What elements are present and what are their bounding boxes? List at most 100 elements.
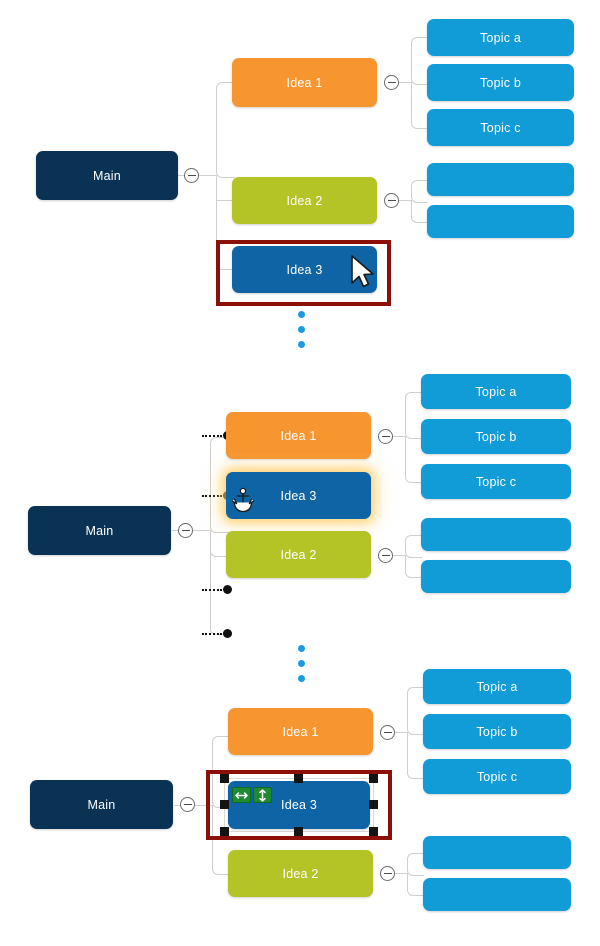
resize-handle-s[interactable] [294,827,303,836]
mouse-cursor-arrow-icon [351,255,374,288]
panel-step-3: Main Idea 1 Topic a Topic b Topic c Idea… [0,660,600,946]
node-main[interactable]: Main [28,506,171,555]
node-topic-c[interactable]: Topic c [427,109,574,146]
resize-handle-se[interactable] [369,827,378,836]
connector-elbow [411,180,428,203]
connector [193,530,211,531]
resize-handle-ne[interactable] [369,774,378,783]
connector-elbow-bottom [210,530,229,635]
drop-target-line [202,434,222,437]
step-separator-dots [298,645,305,682]
collapse-toggle-main[interactable] [184,168,199,183]
node-idea-3-selected[interactable]: Idea 3 [228,781,370,829]
separator-dot [298,660,305,667]
node-idea-3-dragging[interactable]: Idea 3 [226,472,371,519]
connector [393,555,405,556]
separator-dot [298,326,305,333]
collapse-toggle-idea-2[interactable] [380,866,395,881]
drop-target-marker[interactable] [202,585,232,594]
connector-elbow [407,853,424,876]
node-idea-2[interactable]: Idea 2 [228,850,373,897]
collapse-toggle-idea-1[interactable] [380,725,395,740]
separator-dot [298,311,305,318]
drop-target-marker[interactable] [202,629,232,638]
node-label: Topic c [475,474,517,489]
node-topic-a[interactable]: Topic a [423,669,571,704]
resize-handle-e[interactable] [369,800,378,809]
node-topic-a[interactable]: Topic a [421,374,571,409]
connector-elbow [411,200,428,223]
node-label: Idea 2 [286,193,323,208]
node-topic-c[interactable]: Topic c [421,464,571,499]
collapse-toggle-idea-1[interactable] [384,75,399,90]
collapse-toggle-idea-2[interactable] [378,548,393,563]
connector-elbow-top [216,82,235,178]
panel-step-2: Main Idea 1 Topic a Topic b Topic c Idea… [0,370,600,682]
separator-dot [298,645,305,652]
resize-handle-nw[interactable] [220,774,229,783]
node-idea-1[interactable]: Idea 1 [226,412,371,459]
connector [174,805,180,806]
vertical-arrows-icon [259,788,266,802]
connector [172,530,178,531]
connector-elbow [405,555,422,578]
node-label: Topic a [476,679,518,694]
node-label: Topic b [476,724,518,739]
drop-target-dot [223,585,232,594]
connector [399,82,411,83]
connector [199,175,217,176]
connector-elbow [411,37,428,85]
connector-elbow-bottom [212,805,231,875]
node-main[interactable]: Main [36,151,178,200]
node-topic-empty[interactable] [421,560,571,593]
drop-target-dot [223,629,232,638]
collapse-toggle-main[interactable] [178,523,193,538]
node-label: Main [85,523,114,538]
resize-handle-w[interactable] [220,800,229,809]
node-topic-empty[interactable] [427,163,574,196]
resize-handle-sw[interactable] [220,827,229,836]
node-label: Topic b [475,429,517,444]
node-label: Idea 1 [282,724,319,739]
node-topic-empty[interactable] [427,205,574,238]
node-idea-2[interactable]: Idea 2 [226,531,371,578]
node-topic-c[interactable]: Topic c [423,759,571,794]
collapse-toggle-idea-2[interactable] [384,193,399,208]
node-main[interactable]: Main [30,780,173,829]
highlight-rectangle [206,770,392,840]
node-topic-empty[interactable] [421,518,571,551]
connector-elbow [411,82,428,129]
collapse-toggle-main[interactable] [180,797,195,812]
separator-dot [298,341,305,348]
node-label: Main [87,797,116,812]
node-label: Idea 3 [286,262,323,277]
connector [395,873,407,874]
node-topic-empty[interactable] [423,836,571,869]
node-label: Main [93,168,121,183]
connector [178,175,184,176]
node-idea-1[interactable]: Idea 1 [228,708,373,755]
resize-handle-n[interactable] [294,774,303,783]
connector [395,732,407,733]
node-label: Idea 3 [280,488,317,503]
collapse-toggle-idea-1[interactable] [378,429,393,444]
connector [195,805,213,806]
node-label: Idea 1 [280,428,317,443]
node-topic-empty[interactable] [423,878,571,911]
node-topic-b[interactable]: Topic b [427,64,574,101]
node-label: Topic c [480,120,521,135]
resize-width-chip[interactable] [232,787,251,803]
node-label: Idea 2 [282,866,319,881]
node-topic-b[interactable]: Topic b [423,714,571,749]
drop-target-line [202,632,222,635]
node-topic-a[interactable]: Topic a [427,19,574,56]
node-idea-1[interactable]: Idea 1 [232,58,377,107]
node-idea-2[interactable]: Idea 2 [232,177,377,224]
connector [216,200,234,201]
connector-elbow [407,873,424,896]
node-topic-b[interactable]: Topic b [421,419,571,454]
resize-height-chip[interactable] [253,787,272,803]
connector-elbow-bottom [216,175,235,270]
panel-step-1: Main Idea 1 Topic a Topic b Topic c Idea… [0,0,600,348]
connector-elbow [405,535,422,558]
